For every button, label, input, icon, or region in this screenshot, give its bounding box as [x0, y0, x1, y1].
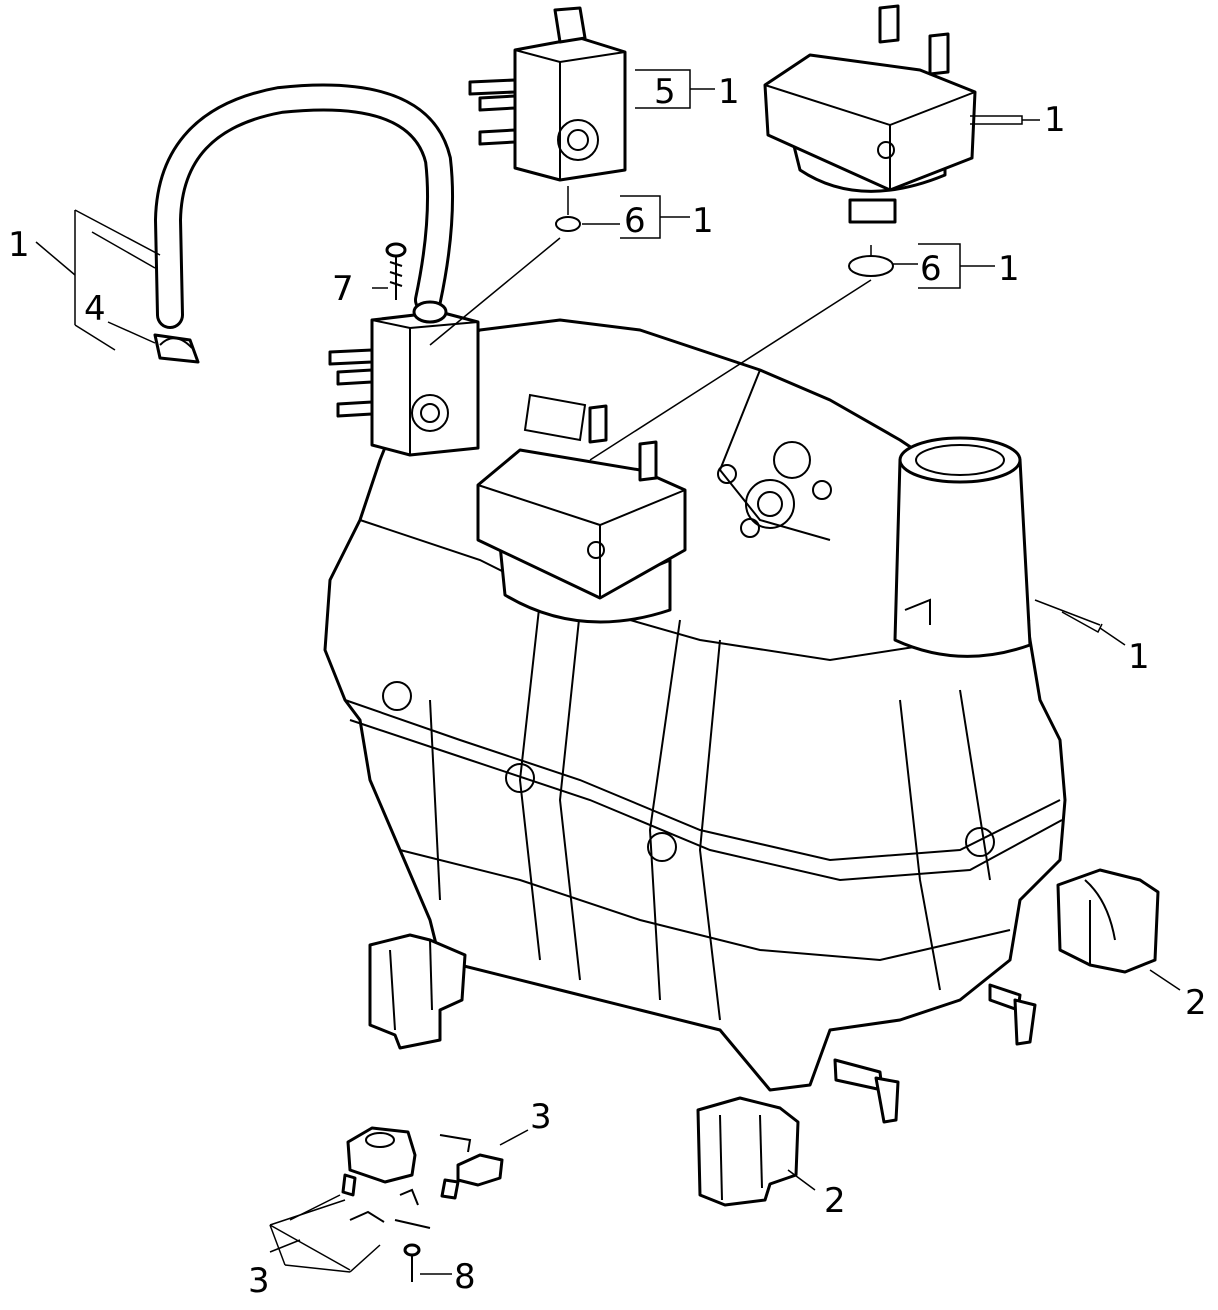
callout-thermostat-top: 3: [530, 1097, 552, 1137]
callout-solenoid: 5: [654, 72, 676, 112]
callout-screw-7: 7: [332, 269, 354, 309]
callout-hose: 1: [8, 225, 30, 265]
callout-solenoid-qty: 1: [718, 72, 740, 112]
callout-solenoid-oring: 6: [624, 201, 646, 241]
tank-foot-bottom: [696, 1096, 800, 1207]
screw-8: [403, 1243, 421, 1282]
tank-foot-left: [368, 933, 467, 1050]
spare-solenoid-valve: [468, 6, 627, 182]
electrical-terminals: [833, 983, 1037, 1124]
filler-neck: [893, 436, 1032, 658]
installed-solenoid-valve: [328, 310, 480, 457]
hose: [153, 83, 455, 329]
callout-thermostat-bottom: 3: [248, 1261, 270, 1301]
screw-7: [385, 242, 407, 300]
callout-foot-right: 2: [1185, 983, 1207, 1023]
tank-foot-right: [1056, 868, 1160, 974]
callout-pressure-oring-qty: 1: [998, 249, 1020, 289]
leader-lines: [35, 69, 1181, 1275]
callout-bottom-screw: 8: [454, 1257, 476, 1297]
callout-hose-clip: 4: [84, 289, 106, 329]
solenoid-o-ring: [555, 216, 581, 232]
callout-foot-bottom: 2: [824, 1181, 846, 1221]
pressure-switch-o-ring: [848, 255, 894, 277]
callout-filler-neck-qty: 1: [1128, 637, 1150, 677]
thermostat-assembly: [341, 1126, 504, 1229]
callouts: 1 4 5 1 6 1 7 1 6 1 1 2 2 3 3 8: [8, 72, 1207, 1301]
callout-pressure-oring: 6: [920, 249, 942, 289]
spare-pressure-switch: [763, 4, 977, 224]
installed-pressure-switch: [476, 404, 687, 624]
hose-clip: [153, 333, 200, 364]
callout-solenoid-oring-qty: 1: [692, 201, 714, 241]
callout-pressure-switch-qty: 1: [1044, 100, 1066, 140]
